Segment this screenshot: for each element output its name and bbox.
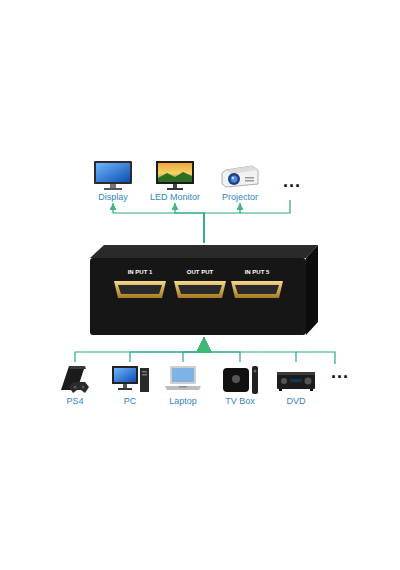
output-device: Projector <box>218 160 262 203</box>
device-label: LED Monitor <box>148 192 203 203</box>
hdmi-connector <box>130 337 204 362</box>
input-device: PC <box>108 362 152 407</box>
hdmi-connector <box>204 203 240 243</box>
hdmi-connector <box>183 337 204 362</box>
input-device: DVD <box>274 362 318 407</box>
led-monitor-icon <box>156 161 194 190</box>
ps4-icon <box>61 366 89 393</box>
output-device: LED Monitor <box>148 160 203 203</box>
projector-icon <box>222 166 258 187</box>
hdmi-connector <box>175 203 204 243</box>
more-devices-mark: ... <box>283 172 301 190</box>
port-label: IN PUT 1 <box>128 269 153 276</box>
device-label: PS4 <box>53 396 97 407</box>
laptop-icon <box>165 366 201 390</box>
device-label: DVD <box>274 396 318 407</box>
device-label: Projector <box>218 192 262 203</box>
device-label: Laptop <box>161 396 205 407</box>
dvd-icon <box>277 372 315 391</box>
hdmi-connector <box>113 203 204 243</box>
display-icon <box>94 161 132 190</box>
tv-box-icon <box>223 366 258 394</box>
hdmi-connector <box>204 337 240 362</box>
port-label: IN PUT 5 <box>245 269 270 276</box>
input-device: PS4 <box>53 362 97 407</box>
device-label: PC <box>108 396 152 407</box>
hdmi-connector <box>75 337 204 362</box>
more-devices-mark: ... <box>331 363 349 381</box>
hdmi-connector <box>204 337 296 362</box>
input-device: TV Box <box>218 362 262 407</box>
hdmi-switch-body <box>90 245 318 335</box>
output-device: Display <box>91 160 135 203</box>
device-label: Display <box>91 192 135 203</box>
bus-extension <box>240 200 335 364</box>
device-label: TV Box <box>218 396 262 407</box>
pc-icon <box>112 366 149 392</box>
port-label: OUT PUT <box>187 269 213 276</box>
hdmi-switch: IN PUT 1 OUT PUT IN PUT 5 <box>88 243 320 337</box>
input-device: Laptop <box>161 362 205 407</box>
